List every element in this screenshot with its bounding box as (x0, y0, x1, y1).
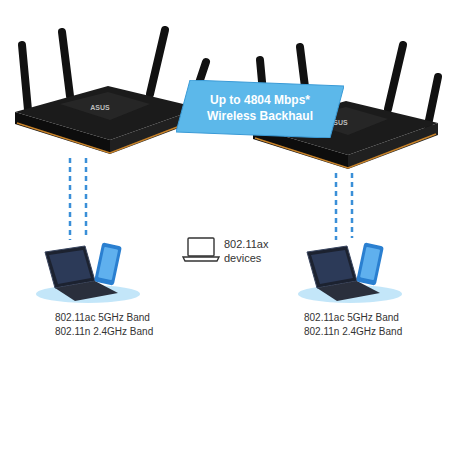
band-label: 802.11n 2.4GHz Band (304, 326, 444, 339)
laptop-icon (183, 238, 219, 261)
backhaul-band: Up to 4804 Mbps* Wireless Backhaul (176, 80, 344, 138)
band-text: Up to 4804 Mbps* Wireless Backhaul (202, 93, 318, 124)
band-label: 802.11n 2.4GHz Band (55, 326, 195, 339)
devices-left (36, 242, 140, 303)
wireless-links (70, 158, 352, 240)
devices-right (298, 242, 402, 303)
device-label: 802.11ax devices (224, 238, 280, 266)
band-label: 802.11ac 5GHz Band (55, 312, 195, 325)
router-left (15, 30, 206, 154)
band-label: 802.11ac 5GHz Band (304, 312, 444, 325)
brand-logo: ASUS (80, 104, 120, 113)
